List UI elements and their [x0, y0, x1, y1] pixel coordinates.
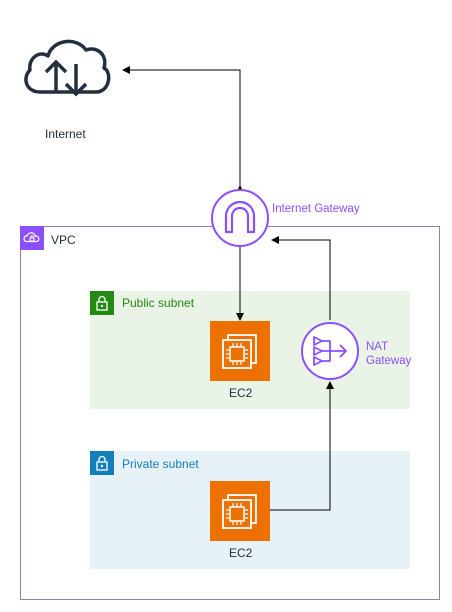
ec2-instance-icon: [222, 334, 257, 369]
internet-gateway-node: [210, 188, 270, 248]
private-subnet-label: Private subnet: [122, 457, 199, 471]
cloud-upload-download-icon: [24, 39, 111, 97]
private-ec2-nat-connector: [270, 381, 334, 511]
nat-gateway-label: NAT Gateway: [366, 340, 411, 368]
public-subnet-lock-icon: [90, 291, 114, 315]
public-subnet-label: Public subnet: [122, 296, 195, 310]
internet-gateway-label: Internet Gateway: [272, 203, 360, 215]
internet-node: [18, 34, 114, 98]
internet-label: Internet: [45, 127, 86, 141]
internet-igw-connector: [122, 66, 244, 193]
nat-gateway-label-line1: NAT: [366, 341, 389, 353]
public-ec2-label: EC2: [229, 386, 253, 400]
nat-gateway-label-line2: Gateway: [366, 355, 412, 367]
private-subnet-lock-icon: [90, 451, 114, 475]
nat-igw-connector: [271, 236, 331, 320]
vpc-label: VPC: [51, 233, 76, 247]
public-ec2-node: [210, 321, 270, 381]
nat-gateway-node: [300, 321, 360, 381]
vpc-header-icon: [20, 226, 44, 250]
private-ec2-node: [210, 481, 270, 541]
private-ec2-label: EC2: [229, 546, 253, 560]
internet-gateway-icon: [211, 189, 269, 247]
ec2-instance-icon: [222, 494, 257, 529]
nat-gateway-icon: [301, 322, 359, 380]
